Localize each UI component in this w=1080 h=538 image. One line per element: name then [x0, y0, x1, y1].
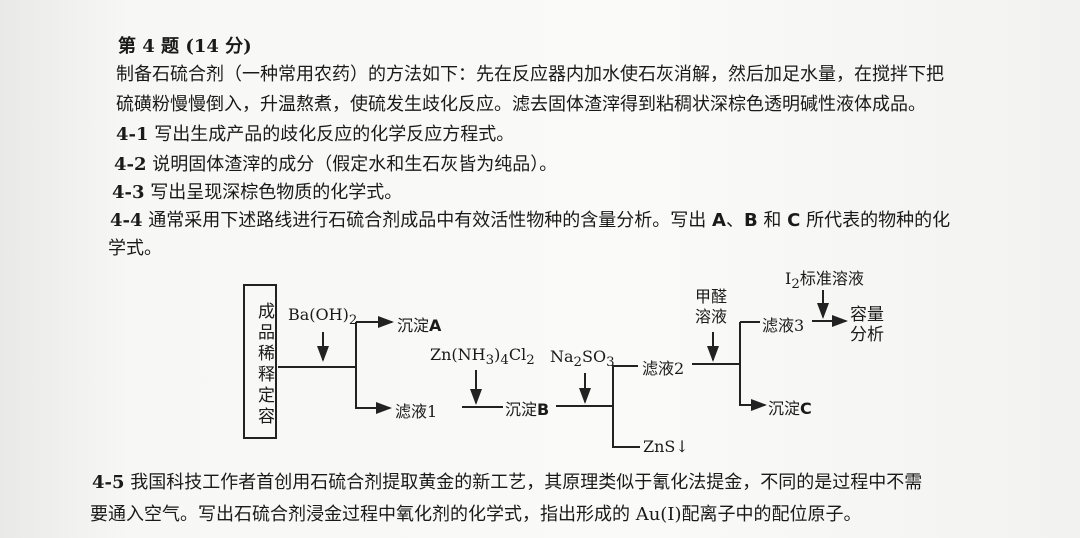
part: Na — [550, 347, 574, 366]
separator: 、 — [725, 210, 744, 231]
reagent-text: Ba(OH) — [288, 305, 349, 324]
part: I — [785, 269, 792, 288]
precipitate-b: 沉淀B — [505, 396, 549, 420]
reagent-formaldehyde: 甲醛溶液 — [695, 287, 727, 327]
letter: C — [800, 399, 812, 418]
subquestion-text-tail: 所代表的物种的化 — [800, 210, 951, 231]
part: Cl — [508, 345, 527, 364]
volumetric-analysis: 容量分析 — [850, 305, 884, 345]
subquestion-number: 4-3 — [112, 182, 145, 203]
subquestion-4-2: 4-2 说明固体渣滓的成分（假定水和生石灰皆为纯品）。 — [114, 150, 557, 176]
subquestion-4-3: 4-3 写出呈现深棕色物质的化学式。 — [112, 178, 402, 204]
part: SO — [582, 347, 607, 366]
reagent-baoh2: Ba(OH)2 — [288, 305, 357, 328]
reagent-zn-nh3-4-cl2: Zn(NH3)4Cl2 — [430, 345, 535, 368]
question-score: (14 分) — [185, 36, 252, 57]
part: 标准溶液 — [799, 269, 864, 288]
subquestion-text: 通常采用下述路线进行石硫合剂成品中有效活性物种的含量分析。写出 — [148, 210, 707, 231]
subscript: 2 — [348, 313, 358, 329]
subquestion-4-4-line2: 学式。 — [108, 238, 162, 259]
label: 沉淀 — [505, 400, 538, 419]
filtrate-3: 滤液3 — [762, 316, 805, 335]
reagent-iodine: I2标准溶液 — [785, 265, 864, 292]
intro-line-1: 制备石硫合剂（一种常用农药）的方法如下：先在反应器内加水使石灰消解，然后加足水量… — [116, 64, 944, 85]
subscript: 2 — [573, 355, 583, 371]
subquestion-number: 4-4 — [110, 210, 143, 231]
intro-line-2: 硫磺粉慢慢倒入，升温熬煮，使硫发生歧化反应。滤去固体渣滓得到粘稠状深棕色透明碱性… — [116, 94, 926, 115]
subquestion-number: 4-5 — [92, 472, 125, 493]
letter-c: C — [787, 210, 801, 231]
reagent-na2so3: Na2SO3 — [550, 347, 615, 370]
filtrate-1: 滤液1 — [395, 402, 438, 421]
part: Zn(NH — [430, 345, 486, 364]
subscript: 3 — [485, 353, 495, 369]
subscript: 3 — [606, 355, 615, 371]
subscript: 2 — [791, 277, 800, 293]
label: 沉淀 — [768, 399, 801, 418]
precipitate-a: 沉淀A — [397, 312, 441, 336]
line: 甲醛 — [695, 287, 728, 306]
line: 容量 — [850, 305, 884, 325]
letter: A — [429, 316, 442, 335]
subquestion-number: 4-1 — [116, 124, 149, 145]
line: 溶液 — [695, 307, 728, 326]
question-number: 第 4 题 — [118, 36, 180, 57]
subquestion-4-1: 4-1 写出生成产品的歧化反应的化学反应方程式。 — [116, 120, 514, 146]
label: 沉淀 — [397, 316, 430, 335]
subscript: 2 — [526, 353, 535, 369]
part: ) — [494, 345, 501, 364]
subquestion-text: 我国科技工作者首创用石硫合剂提取黄金的新工艺，其原理类似于氰化法提金，不同的是过… — [130, 472, 923, 493]
filtrate-2: 滤液2 — [642, 359, 685, 378]
subscript: 4 — [500, 353, 509, 369]
letter-b: B — [743, 210, 758, 231]
letter: B — [537, 400, 550, 419]
line: 分析 — [850, 325, 884, 345]
subquestion-text: 写出呈现深棕色物质的化学式。 — [150, 182, 403, 203]
subquestion-text: 写出生成产品的歧化反应的化学反应方程式。 — [154, 124, 515, 145]
subquestion-4-5: 4-5 我国科技工作者首创用石硫合剂提取黄金的新工艺，其原理类似于氰化法提金，不… — [92, 468, 922, 494]
question-title: 第 4 题 (14 分) — [118, 32, 252, 58]
subquestion-text: 说明固体渣滓的成分（假定水和生石灰皆为纯品）。 — [152, 154, 558, 175]
start-box: 成品稀释定容 — [243, 284, 277, 439]
subquestion-4-4: 4-4 通常采用下述路线进行石硫合剂成品中有效活性物种的含量分析。写出 A、B … — [110, 206, 950, 232]
precipitate-c: 沉淀C — [768, 395, 812, 419]
subquestion-number: 4-2 — [114, 154, 147, 175]
zns-precipitate: ZnS↓ — [643, 437, 689, 456]
conjunction: 和 — [757, 210, 788, 231]
subquestion-4-5-line2: 要通入空气。写出石硫合剂浸金过程中氧化剂的化学式，指出形成的 Au(I)配离子中… — [90, 504, 862, 525]
letter-a: A — [712, 210, 726, 231]
